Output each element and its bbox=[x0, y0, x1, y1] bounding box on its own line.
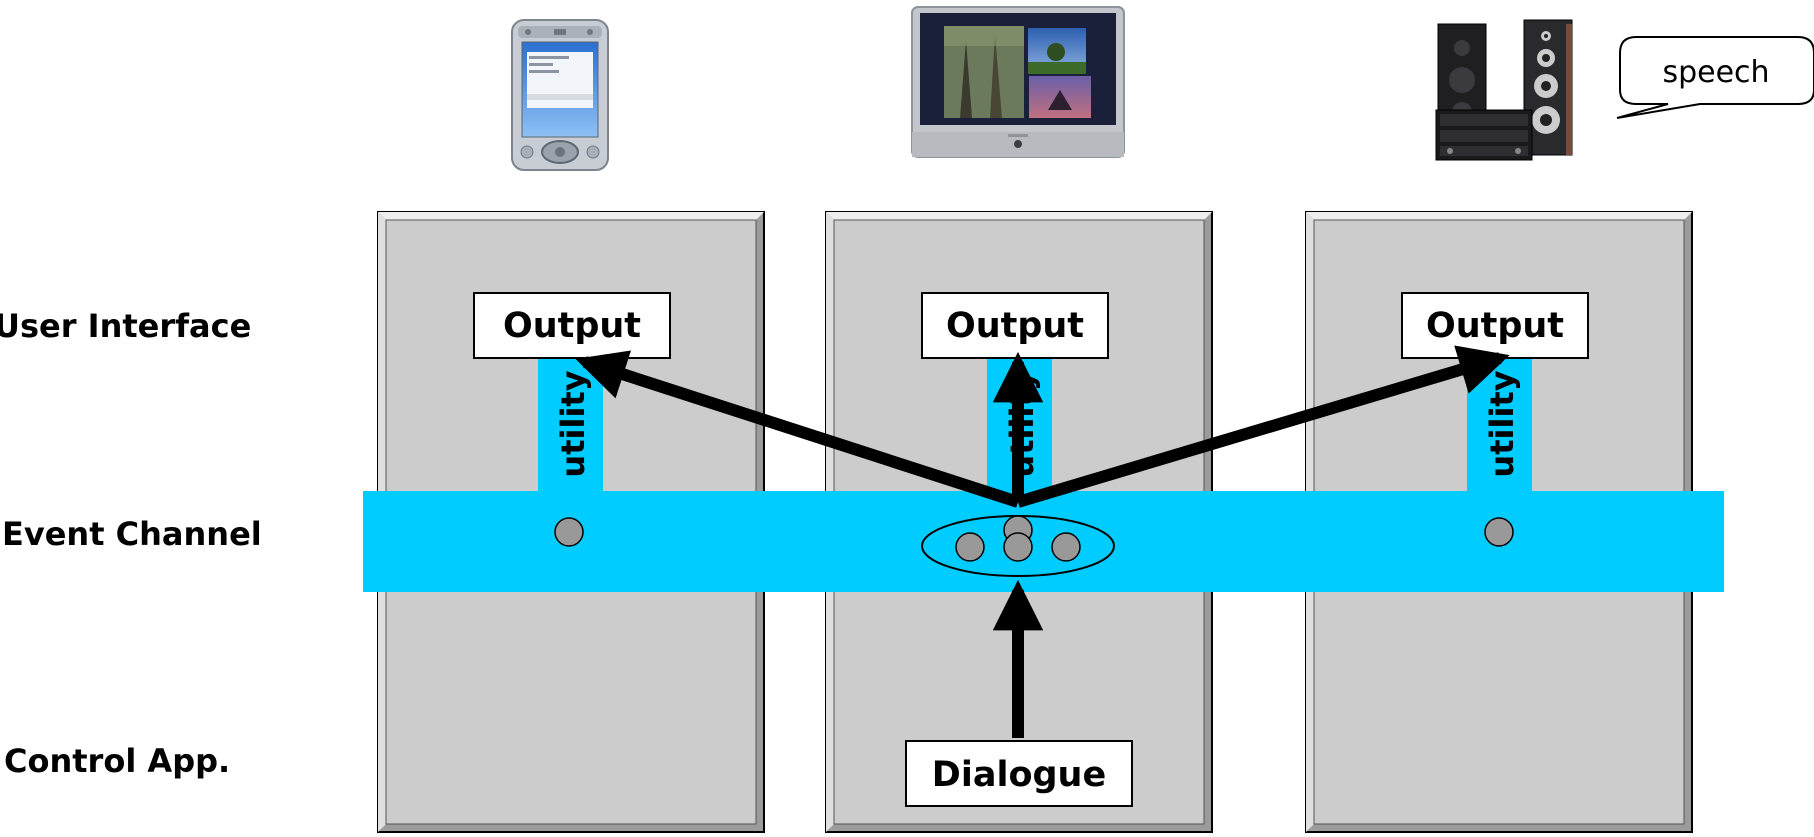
tv-device-icon bbox=[911, 6, 1125, 158]
utility-label-pda: utility bbox=[554, 370, 592, 477]
dialogue-label: Dialogue bbox=[932, 755, 1106, 795]
utility-label-stereo: utility bbox=[1483, 370, 1521, 477]
pda-device-icon bbox=[511, 19, 609, 171]
dialogue-box: Dialogue bbox=[905, 740, 1133, 807]
output-label-stereo: Output bbox=[1426, 306, 1564, 346]
control-app-label: Control App. bbox=[4, 742, 231, 780]
user-interface-label: User Interface bbox=[0, 307, 252, 345]
output-box-tv: Output bbox=[921, 292, 1109, 359]
arrow-channel-to-pda-output bbox=[575, 350, 1020, 508]
event-dot-pda bbox=[554, 517, 584, 547]
output-label-pda: Output bbox=[503, 306, 641, 346]
output-label-tv: Output bbox=[946, 306, 1084, 346]
output-box-pda: Output bbox=[473, 292, 671, 359]
stereo-device-icon bbox=[1435, 19, 1573, 161]
arrow-channel-to-stereo-output bbox=[1016, 345, 1510, 508]
event-dot-stereo bbox=[1484, 517, 1514, 547]
output-box-stereo: Output bbox=[1401, 292, 1589, 359]
speech-bubble-label: speech bbox=[1662, 55, 1769, 90]
event-channel-label: Event Channel bbox=[2, 515, 262, 553]
speech-bubble: speech bbox=[1616, 36, 1814, 119]
event-dot-tv-left bbox=[955, 532, 985, 562]
event-dot-tv-right bbox=[1051, 532, 1081, 562]
event-dot-tv-center bbox=[1003, 532, 1033, 562]
